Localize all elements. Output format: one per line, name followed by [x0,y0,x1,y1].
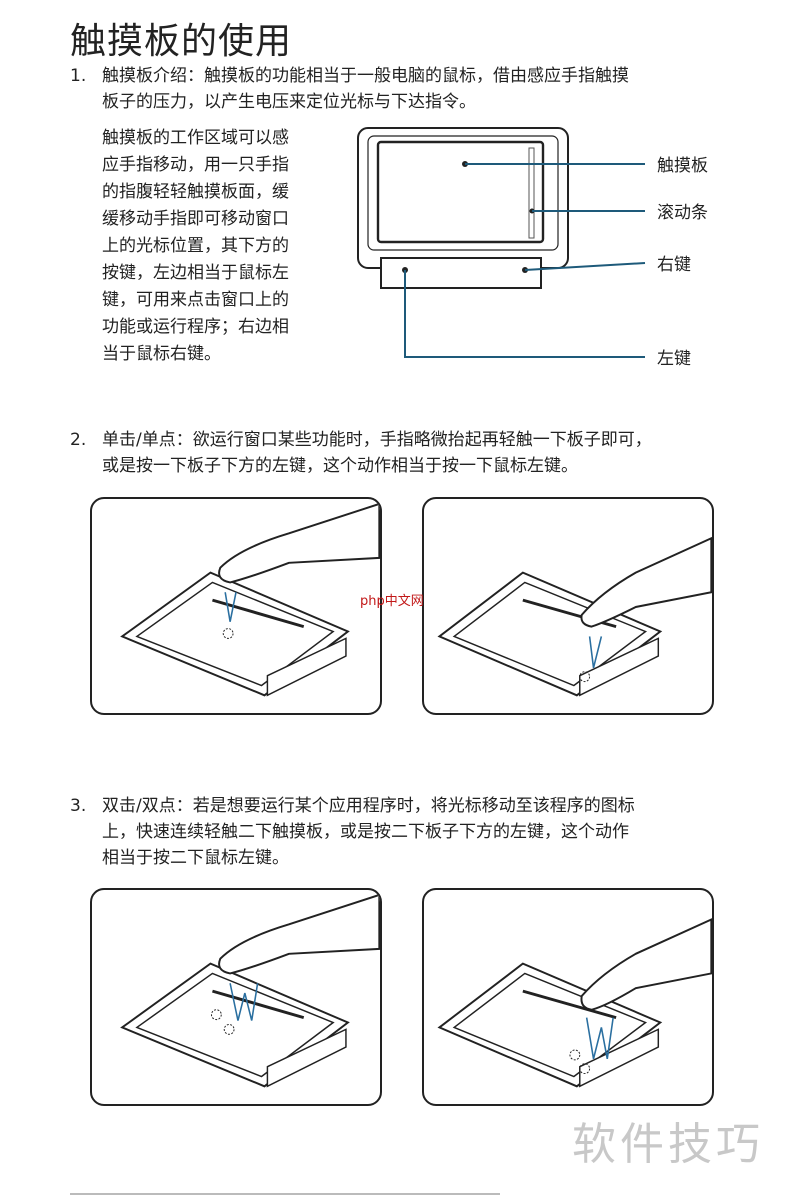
php-watermark: php中文网 [360,594,424,609]
label-scrollbar: 滚动条 [657,203,708,223]
section-3-line: 相当于按二下鼠标左键。 [102,848,289,868]
detail-line: 按键，左边相当于鼠标左 [102,263,289,283]
single-click-drawing [437,536,712,697]
touchpad-inner-bevel [367,135,559,251]
bottom-divider [70,1193,500,1195]
section-1-line: 触摸板介绍：触摸板的功能相当于一般电脑的鼠标，借由感应手指触摸 [102,66,629,86]
touchpad-surface [376,140,545,244]
section-2-number: 2. [70,430,87,450]
single-tap-drawing [120,502,380,697]
double-tap-illustration [90,888,382,1106]
section-2-line: 或是按一下板子下方的左键，这个动作相当于按一下鼠标左键。 [102,456,578,476]
section-1-intro: 触摸板介绍：触摸板的功能相当于一般电脑的鼠标，借由感应手指触摸 板子的压力，以产… [102,63,629,115]
detail-line: 的指腹轻轻触摸板面，缓 [102,182,289,202]
section-3-text: 双击/双点：若是想要运行某个应用程序时，将光标移动至该程序的图标 上，快速连续轻… [102,793,635,871]
button-bar [380,257,542,289]
section-1-number: 1. [70,66,87,86]
left-button-leader-line [404,270,645,358]
touchpad-diagram: 触摸板 滚动条 右键 左键 [357,127,708,369]
scrollbar-strip [528,147,535,239]
detail-line: 功能或运行程序；右边相 [102,317,289,337]
section-2-text: 单击/单点：欲运行窗口某些功能时，手指略微抬起再轻触一下板子即可， 或是按一下板… [102,427,652,479]
detail-line: 键，可用来点击窗口上的 [102,290,289,310]
double-click-illustration [422,888,714,1106]
detail-line: 当于鼠标右键。 [102,344,221,364]
detail-line: 上的光标位置，其下方的 [102,236,289,256]
detail-line: 缓移动手指即可移动窗口 [102,209,289,229]
label-touchpad: 触摸板 [657,156,708,176]
double-tap-drawing [120,893,380,1088]
section-3-number: 3. [70,796,87,816]
section-3-line: 上，快速连续轻触二下触摸板，或是按二下板子下方的左键，这个动作 [102,822,629,842]
label-right-button: 右键 [657,255,691,275]
page-title: 触摸板的使用 [70,21,293,62]
section-1-detail: 触摸板的工作区域可以感 应手指移动，用一只手指 的指腹轻轻触摸板面，缓 缓移动手… [102,125,289,368]
detail-line: 应手指移动，用一只手指 [102,155,289,175]
single-tap-illustration [90,497,382,715]
single-click-illustration [422,497,714,715]
detail-line: 触摸板的工作区域可以感 [102,128,289,148]
right-button-leader-line [524,262,646,271]
section-3-line: 双击/双点：若是想要运行某个应用程序时，将光标移动至该程序的图标 [102,796,635,816]
section-2-line: 单击/单点：欲运行窗口某些功能时，手指略微抬起再轻触一下板子即可， [102,430,652,450]
double-click-drawing [437,918,712,1088]
label-left-button: 左键 [657,349,691,369]
section-1-line: 板子的压力，以产生电压来定位光标与下达指令。 [102,92,476,112]
site-watermark: 软件技巧 [572,1119,764,1170]
